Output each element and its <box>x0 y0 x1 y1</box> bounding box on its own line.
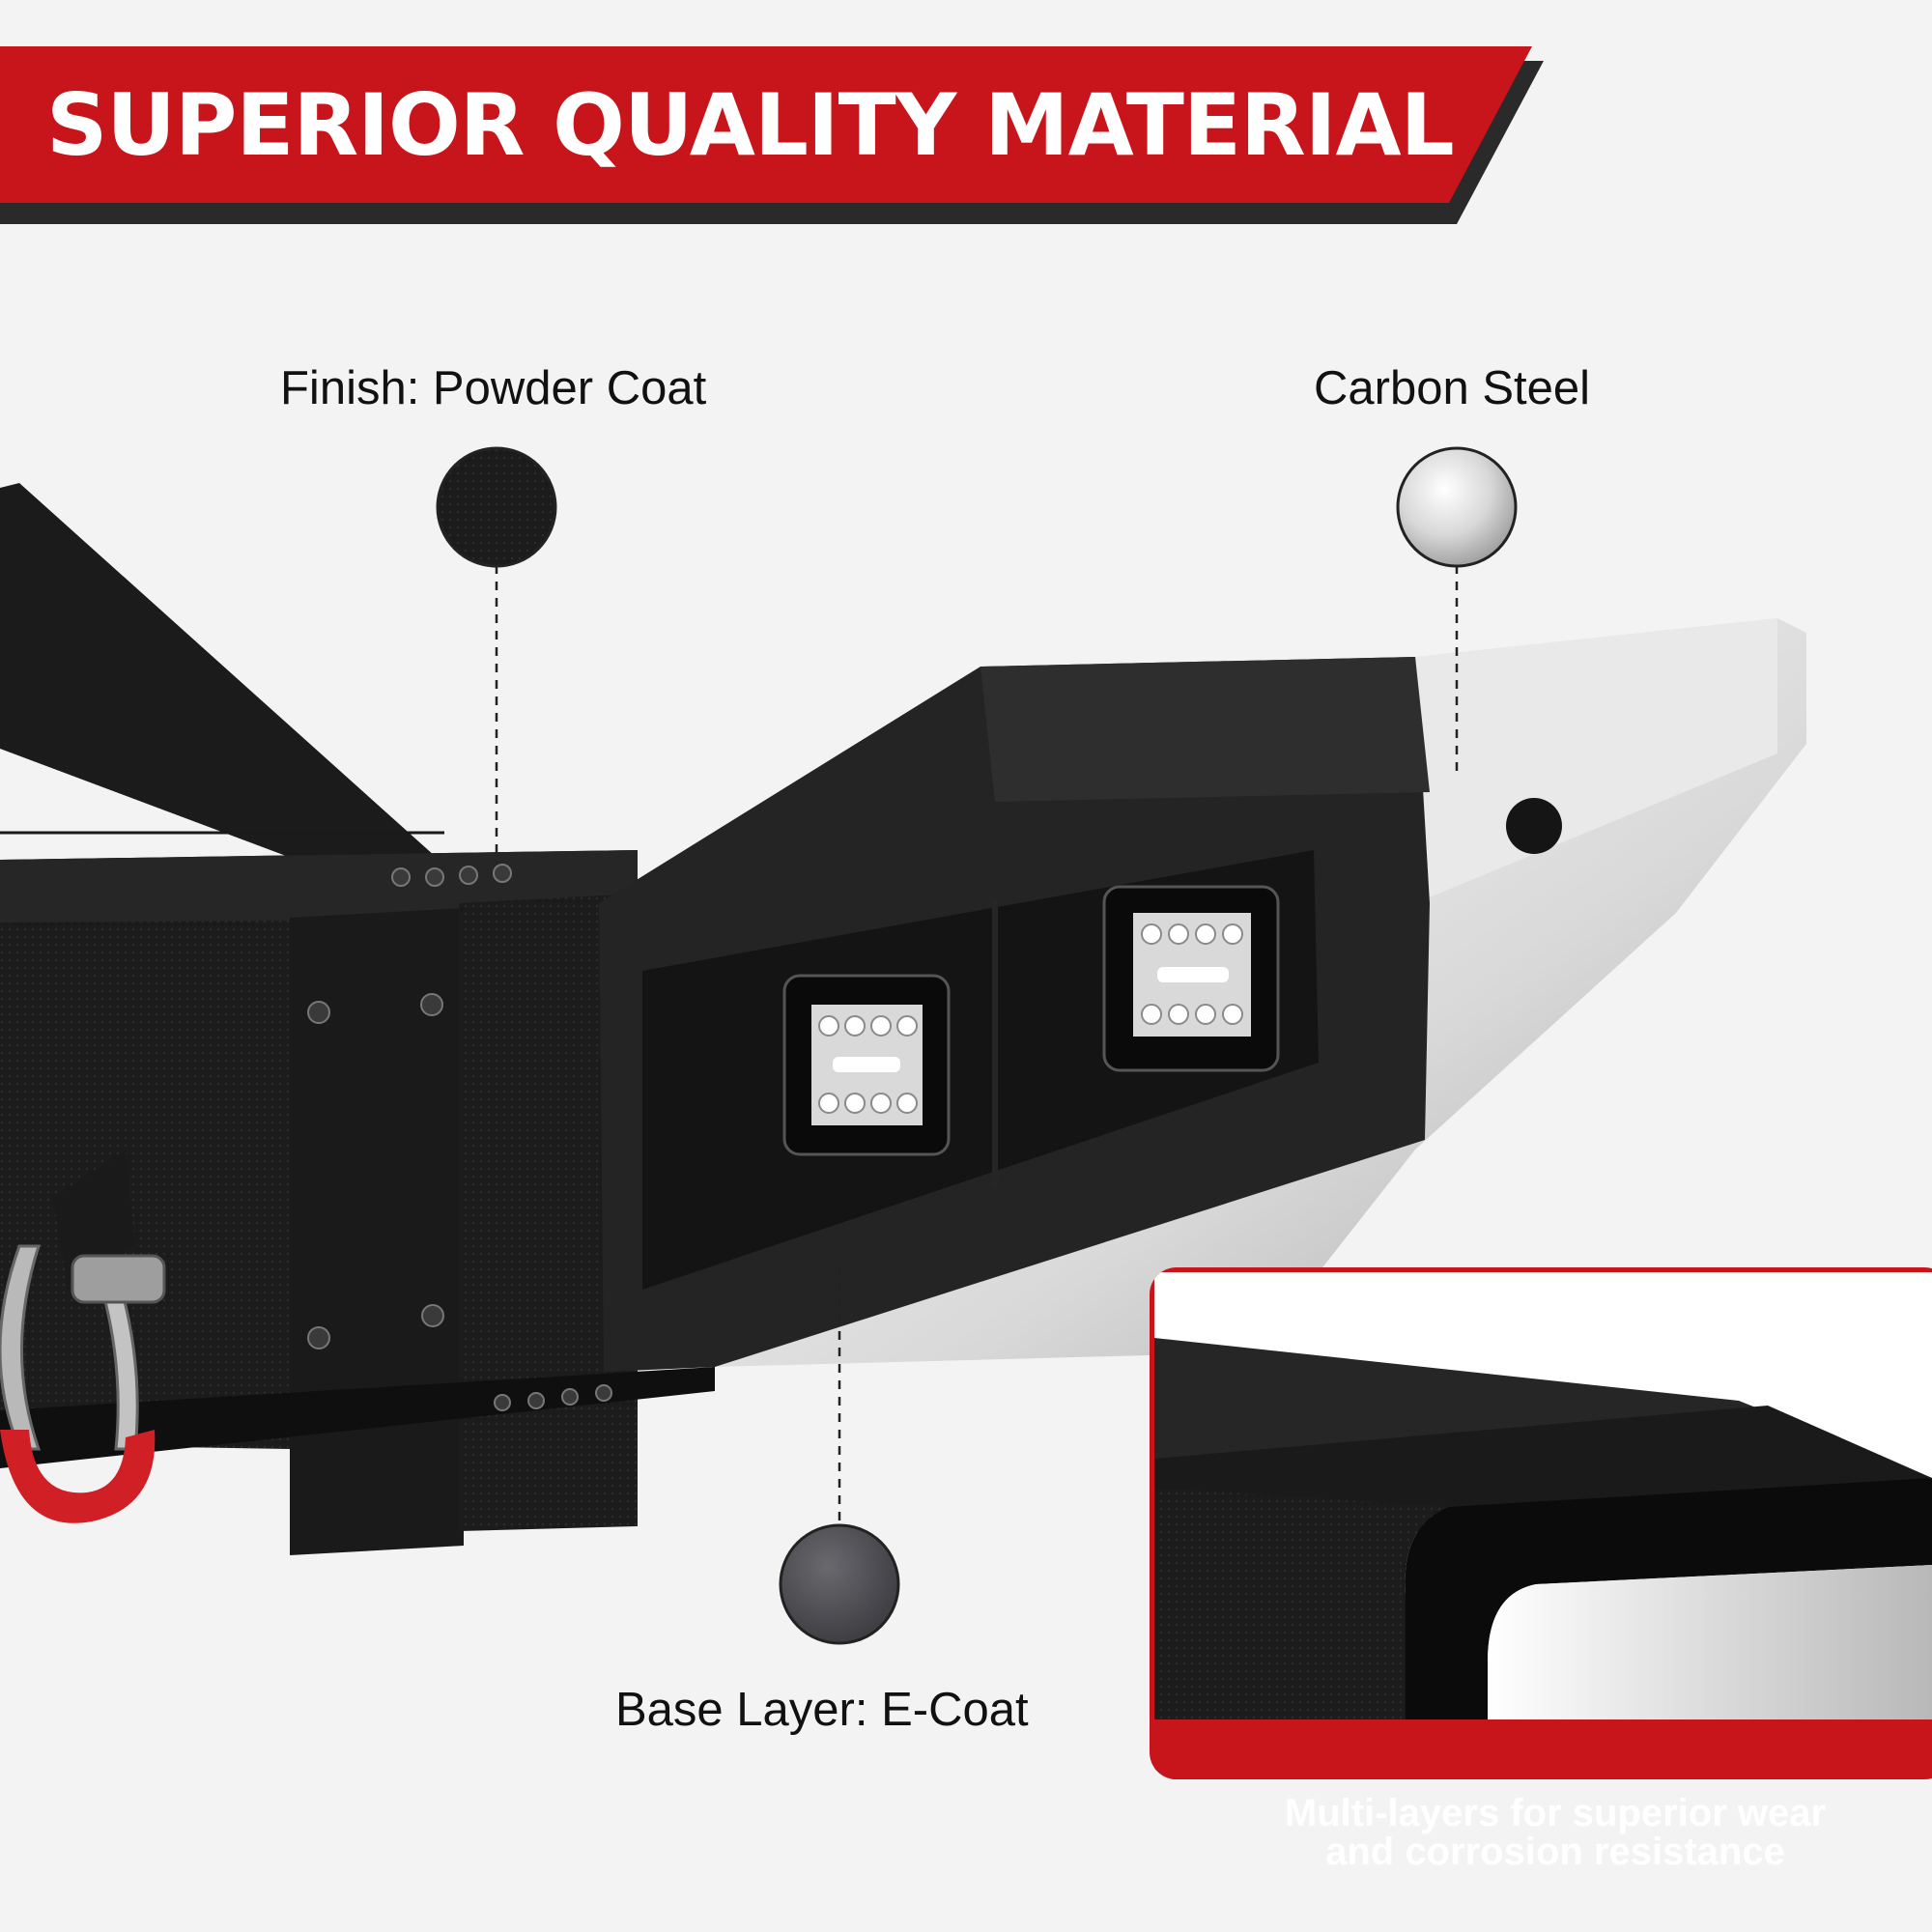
inset-caption-line-1: Multi-layers for superior wear <box>1284 1792 1827 1834</box>
callout-leaders <box>495 565 1459 1531</box>
carbon-steel-label: Carbon Steel <box>1314 362 1591 414</box>
inset-caption-line-2: and corrosion resistance <box>1325 1831 1785 1873</box>
header-banner <box>0 46 1544 224</box>
inset-cutaway <box>1150 1267 1932 1779</box>
led-light-icon <box>1102 885 1280 1072</box>
ecoat-label: Base Layer: E-Coat <box>615 1684 1029 1736</box>
ecoat-swatch-icon <box>779 1523 900 1645</box>
steel-mount-hole <box>1506 798 1562 854</box>
carbon-steel-swatch-icon <box>1396 446 1518 568</box>
powder-coat-label: Finish: Powder Coat <box>280 362 707 414</box>
led-light-icon <box>782 974 951 1156</box>
bolts <box>307 864 612 1411</box>
powder-coat-swatch-icon <box>436 446 557 568</box>
page-title: SUPERIOR QUALITY MATERIAL <box>46 75 1455 175</box>
bumper-support-arm <box>0 483 444 894</box>
d-ring-shackle-icon <box>0 1150 166 1523</box>
